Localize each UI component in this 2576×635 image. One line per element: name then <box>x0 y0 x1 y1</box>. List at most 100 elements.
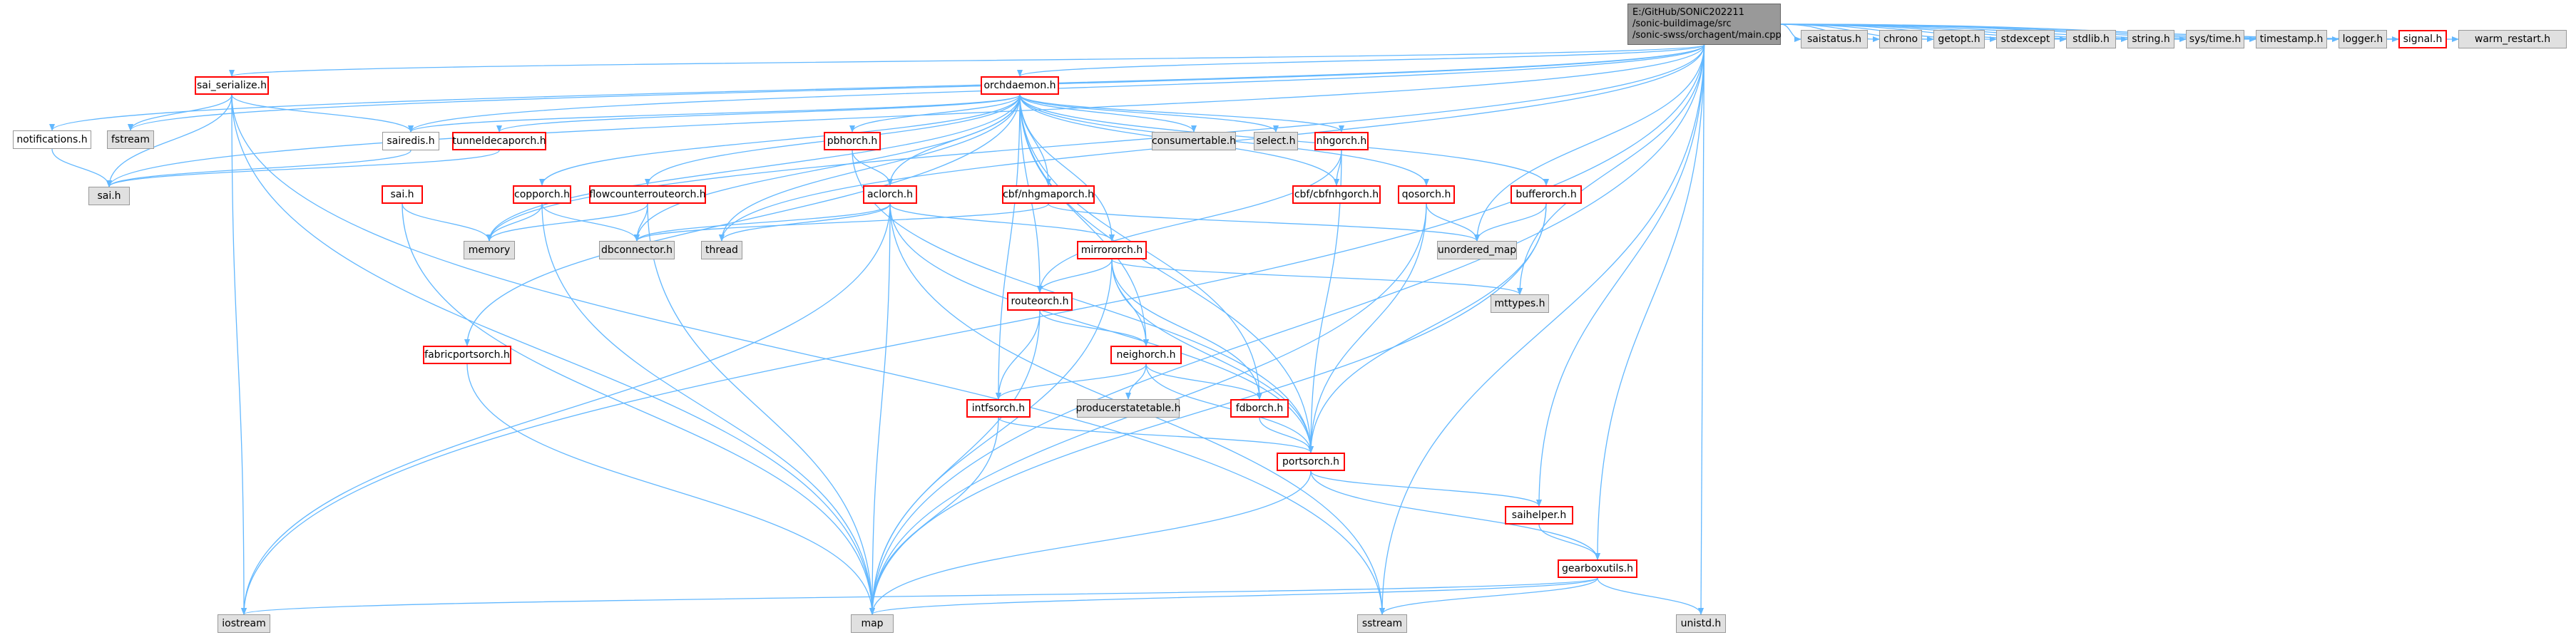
dependency-edges <box>49 24 2459 615</box>
edge-intfsorch-to-portsorch <box>998 417 1314 453</box>
node-notifications: notifications.h <box>13 130 91 149</box>
edge-orchdaemon-to-consumertable <box>1019 94 1197 133</box>
edge-saih_red-to-memory <box>402 203 492 242</box>
node-sai-serialize[interactable]: sai_serialize.h <box>195 76 269 95</box>
node-coppororch[interactable]: copporch.h <box>513 185 571 204</box>
edge-neighorch-to-producerstate <box>1125 363 1147 400</box>
node-pbhorch[interactable]: pbhorch.h <box>824 132 881 150</box>
node-label: map <box>861 618 884 629</box>
edge-bufferorch-to-map <box>869 203 1547 615</box>
node-routeorch[interactable]: routeorch.h <box>1007 292 1073 311</box>
node-label: saihelper.h <box>1511 510 1567 521</box>
node-tunneldecap[interactable]: tunneldecaporch.h <box>452 132 546 150</box>
root-title-line: /sonic-swss/orchagent/main.cpp <box>1632 30 1782 41</box>
node-label: string.h <box>2132 33 2170 45</box>
node-getopt: getopt.h <box>1933 30 1985 48</box>
edge-pbhorch-to-aclorch <box>852 150 893 186</box>
node-consumertable: consumertable.h <box>1152 132 1236 150</box>
node-label: stdlib.h <box>2072 33 2110 45</box>
edge-nhgorch-to-routeorch <box>1037 150 1342 293</box>
node-stdlib: stdlib.h <box>2066 30 2116 48</box>
edge-gearbox-to-map <box>869 577 1598 615</box>
node-systime: sys/time.h <box>2186 30 2244 48</box>
edge-main-to-sstream <box>1379 44 1705 615</box>
edge-fabricports-to-map <box>466 363 875 615</box>
node-label: flowcounterrouteorch.h <box>589 189 706 200</box>
edge-main-to-sai_serialize <box>229 44 1705 77</box>
edge-neighorch-to-portsorch <box>1145 363 1314 453</box>
edge-aclorch-to-mirrororch <box>889 203 1115 242</box>
node-saih-red[interactable]: sai.h <box>382 185 423 204</box>
node-label: fdborch.h <box>1235 403 1284 414</box>
node-gearbox[interactable]: gearboxutils.h <box>1558 559 1637 578</box>
node-label: producerstatetable.h <box>1075 403 1181 414</box>
node-fdborch[interactable]: fdborch.h <box>1230 399 1289 418</box>
edge-coppororch-to-memory <box>486 203 543 242</box>
node-main[interactable]: E:/GitHub/SONiC202211/sonic-buildimage/s… <box>1627 4 1782 45</box>
node-neighorch[interactable]: neighorch.h <box>1110 346 1182 364</box>
node-portsorch[interactable]: portsorch.h <box>1277 453 1345 471</box>
edge-aclorch-to-dbconnector <box>634 203 891 242</box>
node-intfsorch[interactable]: intfsorch.h <box>966 399 1031 418</box>
node-cbfnhg[interactable]: cbf/cbfnhgorch.h <box>1292 185 1381 204</box>
node-label: gearboxutils.h <box>1562 563 1633 574</box>
node-fstream: fstream <box>107 130 154 149</box>
node-aclorch[interactable]: aclorch.h <box>863 185 917 204</box>
node-select: select.h <box>1254 132 1298 150</box>
node-orchdaemon[interactable]: orchdaemon.h <box>981 76 1059 95</box>
node-bufferorch[interactable]: bufferorch.h <box>1511 185 1582 204</box>
node-label: copporch.h <box>514 189 570 200</box>
node-stdexcept: stdexcept <box>1996 30 2055 48</box>
node-qosorch[interactable]: qosorch.h <box>1398 185 1455 204</box>
edge-routeorch-to-neighorch <box>1039 310 1149 346</box>
node-nhgorch[interactable]: nhgorch.h <box>1314 132 1369 150</box>
node-signal[interactable]: signal.h <box>2398 30 2447 48</box>
node-label: intfsorch.h <box>971 403 1026 414</box>
edge-neighorch-to-intfsorch <box>996 363 1147 400</box>
root-title-line: /sonic-buildimage/src <box>1632 19 1732 29</box>
node-cbfnhgmap[interactable]: cbf/nhgmaporch.h <box>1002 185 1095 204</box>
edge-flowcounter-to-map <box>647 203 875 615</box>
node-label: consumertable.h <box>1151 135 1237 147</box>
edge-portsorch-to-gearbox <box>1310 470 1600 560</box>
node-fabricports[interactable]: fabricportsorch.h <box>423 346 511 364</box>
edge-main-to-warm <box>1780 24 2459 42</box>
edge-notifications-to-sai <box>51 148 112 187</box>
edge-mirrororch-to-portsorch <box>1111 259 1314 453</box>
node-label: nhgorch.h <box>1316 135 1367 147</box>
node-map: map <box>851 614 894 633</box>
node-label: sai.h <box>97 190 121 202</box>
edge-main-to-map <box>869 44 1705 615</box>
edge-main-to-unordered_map <box>1474 44 1705 242</box>
edge-portsorch-to-map <box>869 470 1312 615</box>
edge-orchdaemon-to-memory <box>486 94 1021 242</box>
edge-main-to-gearbox <box>1595 44 1705 560</box>
edge-orchdaemon-to-intfsorch <box>996 94 1021 400</box>
edge-main-to-notifications <box>49 44 1705 131</box>
node-label: chrono <box>1883 33 1918 45</box>
node-label: getopt.h <box>1938 33 1980 45</box>
node-flowcounter[interactable]: flowcounterrouteorch.h <box>589 185 706 204</box>
node-thread: thread <box>701 241 742 259</box>
edge-fdborch-to-portsorch <box>1259 417 1314 453</box>
node-mirrororch[interactable]: mirrororch.h <box>1077 241 1147 259</box>
edge-mirrororch-to-fdborch <box>1111 259 1262 400</box>
node-label: iostream <box>222 618 266 629</box>
edge-main-to-mttypes <box>1517 44 1705 295</box>
node-label: stdexcept <box>2000 33 2050 45</box>
edge-portsorch-to-saihelper <box>1310 470 1542 507</box>
edge-orchdaemon-to-nhgorch <box>1019 94 1344 133</box>
edge-saihelper-to-gearbox <box>1538 524 1600 560</box>
edge-routeorch-to-map <box>869 310 1041 615</box>
edge-main-to-saistatus <box>1780 24 1801 42</box>
node-timestamp: timestamp.h <box>2256 30 2327 48</box>
node-unordered-map: unordered_map <box>1437 241 1517 259</box>
node-saihelper[interactable]: saihelper.h <box>1505 506 1573 525</box>
node-label: saistatus.h <box>1806 33 1862 45</box>
node-sstream: sstream <box>1357 614 1407 633</box>
node-sairedis: sairedis.h <box>382 132 439 150</box>
node-label: bufferorch.h <box>1516 189 1577 200</box>
edge-main-to-sai <box>106 44 1705 187</box>
node-label: timestamp.h <box>2259 33 2324 45</box>
